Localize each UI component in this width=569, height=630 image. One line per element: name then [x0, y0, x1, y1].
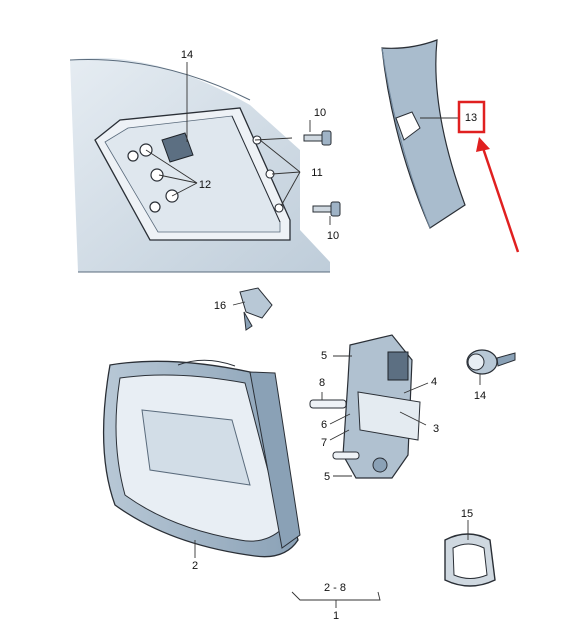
bulb-socket-in-body [161, 132, 194, 163]
callout-13: 13 [464, 112, 478, 124]
callout-15: 15 [460, 508, 474, 520]
callout-11: 11 [311, 167, 323, 179]
mounting-hole [127, 150, 139, 162]
callout-2: 2 [191, 560, 199, 572]
highlight-arrow [481, 147, 520, 253]
connector-16 [239, 287, 273, 331]
callout-4: 4 [430, 376, 438, 388]
screw-lower [312, 201, 341, 217]
callout-10-top: 10 [313, 107, 327, 119]
callout-8: 8 [318, 377, 326, 389]
callout-2-8: 2 - 8 [323, 582, 347, 594]
arrow-head [476, 137, 490, 152]
callout-14-top: 14 [180, 49, 194, 61]
tail-lamp-2 [102, 359, 301, 558]
bulb-carrier-5 [309, 334, 421, 479]
leader-lines [145, 62, 481, 608]
callout-16: 16 [213, 300, 227, 312]
callout-6: 6 [320, 419, 328, 431]
callout-10-bottom: 10 [326, 230, 340, 242]
callout-7: 7 [320, 437, 328, 449]
trim-cover-13 [381, 39, 466, 229]
callout-3: 3 [432, 423, 440, 435]
mounting-hole [150, 168, 164, 182]
callout-1: 1 [332, 610, 340, 622]
vehicle-body-section [69, 57, 330, 273]
screw-upper [303, 130, 332, 146]
highlight-annotation [457, 100, 520, 253]
callout-14-right: 14 [473, 390, 487, 402]
seal-15 [444, 533, 496, 587]
callout-12: 12 [198, 179, 212, 191]
callout-5-top: 5 [320, 350, 328, 362]
bulb-socket-14 [466, 349, 516, 375]
mounting-hole [149, 201, 161, 213]
callout-5-bottom: 5 [323, 471, 331, 483]
highlight-box [457, 100, 486, 134]
